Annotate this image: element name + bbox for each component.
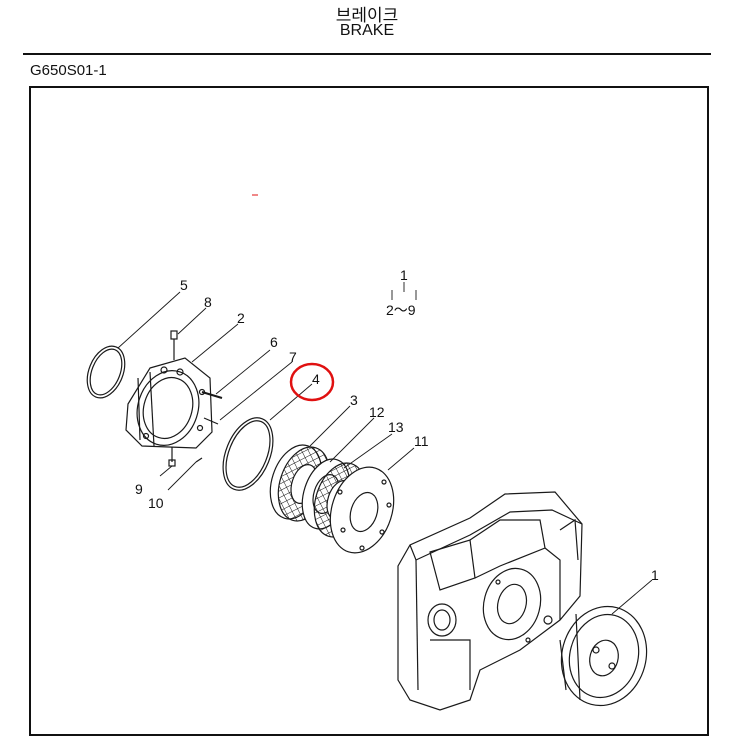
callout-12: 12	[369, 404, 385, 420]
end-plate-part-11	[329, 466, 395, 554]
brake-housing-part-2	[125, 357, 213, 449]
bolt-part-9	[168, 447, 176, 467]
callout-5: 5	[180, 277, 188, 293]
callout-13: 13	[388, 419, 404, 435]
callout-4: 4	[312, 371, 320, 387]
callout-11: 11	[414, 433, 429, 449]
brake-assembly-part-1	[559, 605, 648, 707]
callout-assembly-side: 1	[651, 567, 659, 583]
o-ring-part-4	[222, 417, 274, 491]
axle-housing	[397, 491, 583, 711]
callout-8: 8	[204, 294, 212, 310]
callout-assembly-range: 2～9	[386, 302, 416, 318]
pin-part-6	[201, 391, 223, 399]
page-title-korean: 브레이크	[335, 6, 399, 26]
callout-7: 7	[289, 349, 297, 365]
pin-part-7	[195, 417, 219, 463]
drawing-code: G650S01-1	[30, 62, 107, 79]
callout-9: 9	[135, 481, 143, 497]
bolt-part-8	[170, 330, 178, 360]
callout-assembly-top: 1	[400, 267, 408, 283]
callout-2: 2	[237, 310, 245, 326]
callout-3: 3	[350, 392, 358, 408]
callout-10: 10	[148, 495, 164, 511]
highlight-circle	[289, 362, 335, 402]
page-title-english: BRAKE	[339, 22, 395, 39]
header-divider	[23, 53, 711, 55]
o-ring-part-5	[86, 345, 126, 399]
leader-lines	[117, 282, 653, 615]
callout-6: 6	[270, 334, 278, 350]
